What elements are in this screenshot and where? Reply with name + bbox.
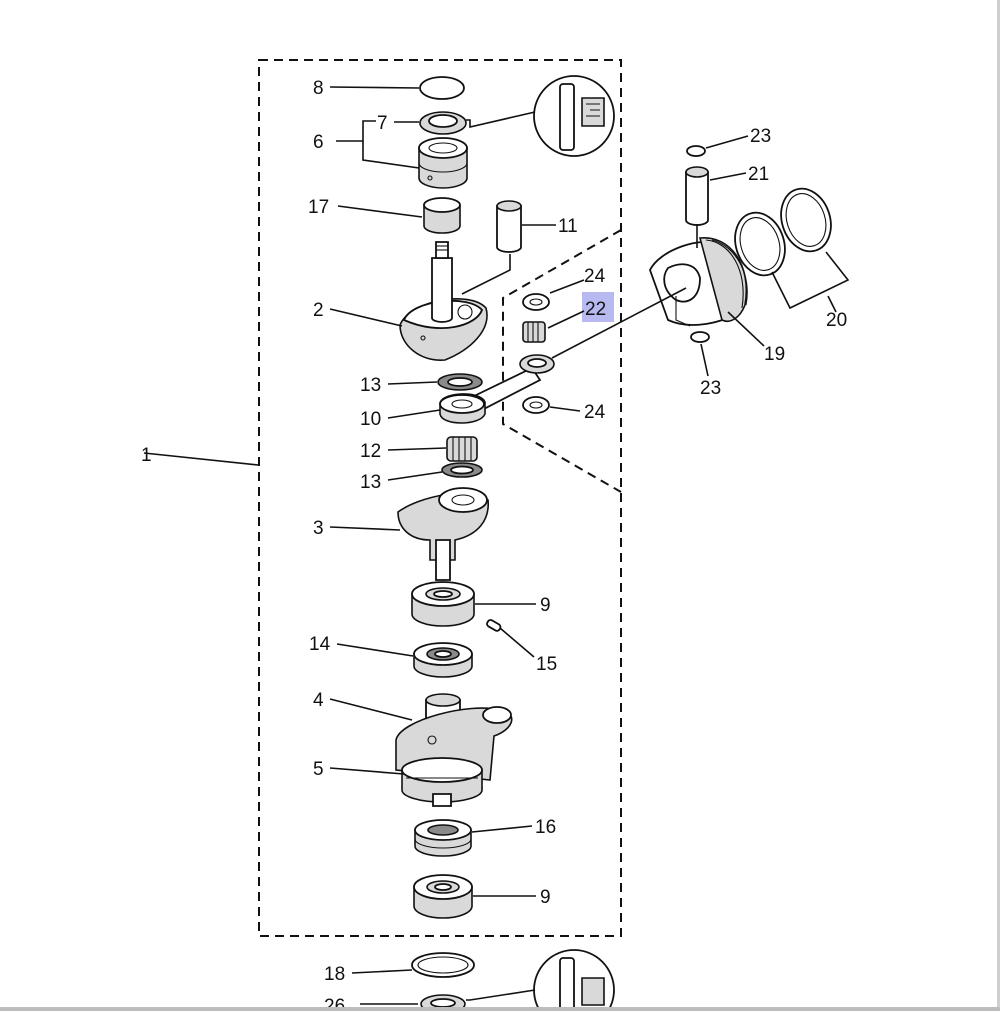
crank-pin-part-11[interactable] [496, 200, 522, 253]
circlip-part-23-lower[interactable] [690, 331, 710, 343]
highlight-marker [582, 292, 614, 322]
label-18[interactable]: 18 [324, 964, 345, 985]
label-23-upper[interactable]: 23 [750, 126, 771, 147]
thrust-washer-part-13-upper[interactable] [437, 373, 483, 391]
label-24-upper[interactable]: 24 [584, 266, 606, 287]
label-1[interactable]: 1 [141, 445, 152, 466]
label-3[interactable]: 3 [313, 518, 324, 539]
label-2[interactable]: 2 [313, 300, 324, 321]
label-9-upper[interactable]: 9 [540, 595, 551, 616]
label-14[interactable]: 14 [309, 634, 331, 655]
label-6[interactable]: 6 [313, 132, 324, 153]
housing-part-6[interactable] [418, 137, 468, 189]
label-16[interactable]: 16 [535, 817, 556, 838]
label-13-upper[interactable]: 13 [360, 375, 381, 396]
oil-seal-part-7[interactable] [419, 111, 467, 135]
leader-lines [143, 86, 850, 1005]
label-24-lower[interactable]: 24 [584, 402, 606, 423]
connecting-rod-part-10[interactable] [439, 354, 555, 424]
needle-bearing-part-12[interactable] [446, 436, 478, 462]
crank-upper-part-2[interactable] [399, 241, 488, 361]
bearing-part-14[interactable] [413, 642, 473, 678]
piston-pin-part-21[interactable] [685, 166, 709, 226]
washer-part-24-lower[interactable] [522, 396, 550, 414]
label-19[interactable]: 19 [764, 344, 785, 365]
crankshaft-assembly-boundary [258, 59, 622, 937]
piston-subgroup-boundary [502, 229, 622, 493]
label-20[interactable]: 20 [826, 310, 847, 331]
label-12[interactable]: 12 [360, 441, 381, 462]
label-23-lower[interactable]: 23 [700, 378, 721, 399]
oil-seal-part-16[interactable] [414, 819, 472, 857]
label-13-lower[interactable]: 13 [360, 472, 381, 493]
label-22[interactable]: 22 [585, 299, 606, 320]
ball-bearing-part-9-lower[interactable] [413, 874, 473, 919]
ball-bearing-part-9-upper[interactable] [411, 581, 475, 627]
label-4[interactable]: 4 [313, 690, 324, 711]
window-bottom-edge [0, 1007, 1000, 1011]
grease-badge-icon [533, 949, 615, 1011]
needle-bearing-part-22[interactable] [522, 321, 546, 343]
label-9-lower[interactable]: 9 [540, 887, 551, 908]
piston-part-19[interactable] [649, 237, 748, 327]
circlip-part-23-upper[interactable] [686, 145, 706, 157]
window-right-edge [997, 0, 1000, 1011]
label-7[interactable]: 7 [377, 113, 388, 134]
piston-ring-part-20-front[interactable] [727, 206, 792, 282]
bushing-part-17[interactable] [423, 197, 461, 234]
label-15[interactable]: 15 [536, 654, 557, 675]
callout-labels: 1 8 7 6 17 11 2 13 10 12 13 3 9 14 15 4 … [141, 78, 847, 1011]
washer-part-24-upper[interactable] [522, 293, 550, 311]
pin-part-15[interactable] [486, 619, 502, 632]
label-11[interactable]: 11 [558, 216, 578, 237]
oring-part-18[interactable] [411, 952, 475, 978]
label-10[interactable]: 10 [360, 409, 381, 430]
crank-lower-part-5[interactable] [401, 757, 483, 807]
label-17[interactable]: 17 [308, 197, 329, 218]
crank-web-part-3[interactable] [397, 487, 489, 581]
grease-badge-icon [533, 75, 615, 157]
oring-part-8[interactable] [419, 76, 465, 100]
label-21[interactable]: 21 [748, 164, 769, 185]
label-8[interactable]: 8 [313, 78, 324, 99]
piston-ring-part-20-back[interactable] [773, 182, 838, 258]
label-5[interactable]: 5 [313, 759, 324, 780]
thrust-washer-part-13-lower[interactable] [441, 462, 483, 478]
